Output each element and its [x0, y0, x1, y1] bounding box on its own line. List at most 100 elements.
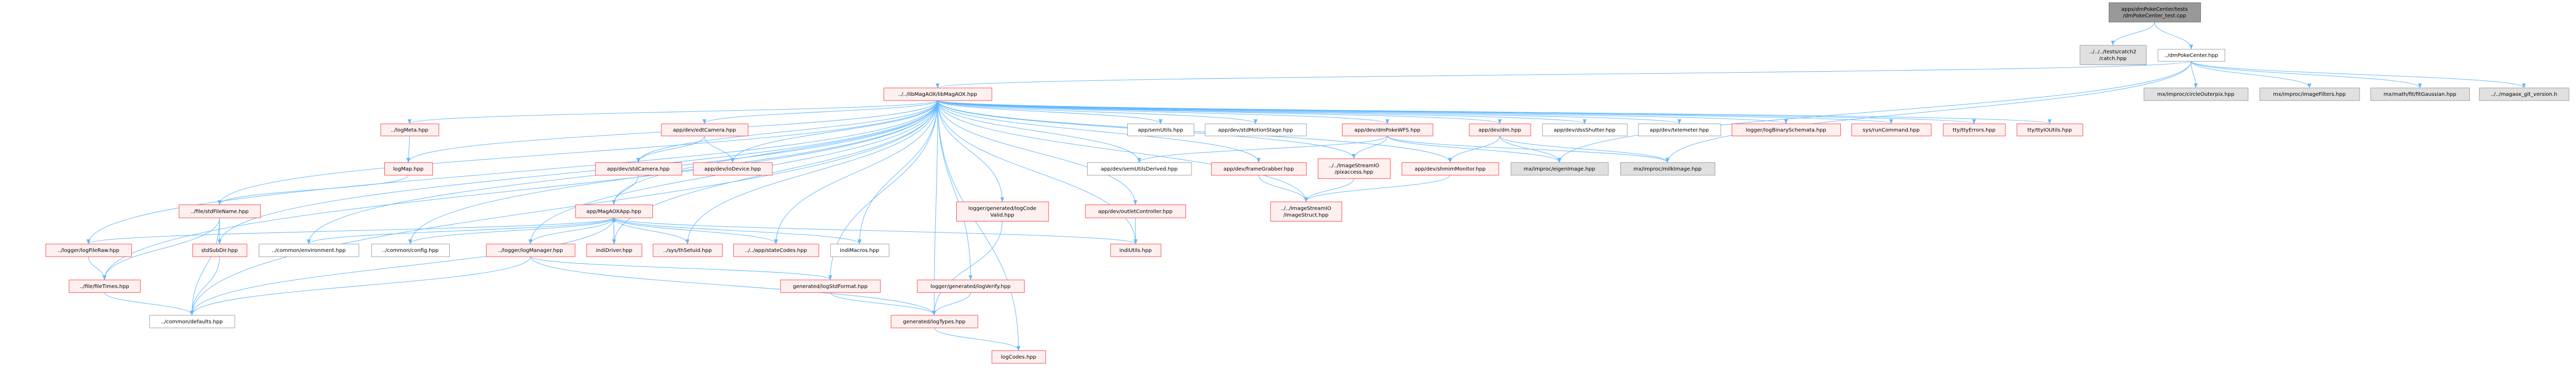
node-outletctrl[interactable]: app/dev/outletController.hpp — [1085, 204, 1186, 218]
node-box — [259, 244, 360, 257]
edge-stdfilename-to-defaults — [190, 217, 220, 316]
node-logmeta[interactable]: ../logMeta.hpp — [380, 123, 439, 137]
edge-dm-to-milkimage — [1499, 136, 1670, 163]
node-box — [1401, 162, 1499, 176]
node-semutils[interactable]: app/semUtils.hpp — [1127, 123, 1194, 137]
node-eigenimage[interactable]: mx/improc/eigenImage.hpp — [1511, 162, 1609, 176]
node-milkimage[interactable]: mx/improc/milkImage.hpp — [1620, 162, 1716, 176]
node-box — [1211, 162, 1307, 176]
node-indimacros[interactable]: indiMacros.hpp — [830, 244, 890, 257]
node-defaults[interactable]: ../common/defaults.hpp — [149, 315, 235, 328]
node-label: logMap.hpp — [393, 166, 423, 172]
node-catch[interactable]: ../../../tests/catch2/catch.hpp — [2079, 45, 2147, 65]
edge-magaoxapp-to-thsetuid — [613, 217, 690, 245]
node-label: /dmPokeCenter_test.cpp — [2123, 13, 2187, 19]
node-box — [45, 244, 132, 257]
node-telemeter[interactable]: app/dev/telemeter.hpp — [1638, 123, 1721, 137]
node-runcommand[interactable]: sys/runCommand.hpp — [1851, 123, 1931, 137]
node-circle[interactable]: mx/improc/circleOuterpix.hpp — [2143, 88, 2249, 101]
node-logcodes[interactable]: logCodes.hpp — [991, 350, 1046, 364]
node-semderived[interactable]: app/dev/semUtilsDerived.hpp — [1087, 162, 1192, 176]
node-dssshutter[interactable]: app/dev/dssShutter.hpp — [1542, 123, 1628, 137]
node-box — [2079, 45, 2147, 65]
node-logbinary[interactable]: logger/logBinarySchemata.hpp — [1732, 123, 1841, 137]
node-logverify[interactable]: logger/generated/logVerify.hpp — [917, 279, 1025, 293]
node-label: mx/improc/imageFilters.hpp — [2273, 92, 2346, 97]
node-libmagaox[interactable]: ../../libMagAOX/libMagAOX.hpp — [883, 88, 992, 101]
node-shmimmonitor[interactable]: app/dev/shmimMonitor.hpp — [1401, 162, 1499, 176]
node-logstdformat[interactable]: generated/logStdFormat.hpp — [780, 279, 881, 293]
node-fitgauss[interactable]: mx/math/fit/fitGaussian.hpp — [2370, 88, 2470, 101]
node-environment[interactable]: ../common/environment.hpp — [259, 244, 360, 257]
node-box — [1270, 201, 1342, 222]
node-box — [891, 315, 978, 328]
node-box — [1542, 123, 1628, 137]
node-box — [1205, 123, 1307, 137]
node-logfileraw[interactable]: ../logger/logFileRaw.hpp — [45, 244, 132, 257]
node-indiutils[interactable]: indiUtils.hpp — [1110, 244, 1161, 257]
node-label: app/dev/frameGrabber.hpp — [1224, 166, 1294, 172]
node-label: sys/runCommand.hpp — [1862, 127, 1920, 133]
edge-logfileraw-to-filetimes — [88, 256, 107, 280]
node-box — [1851, 123, 1931, 137]
node-filetimes[interactable]: ../file/fileTimes.hpp — [69, 279, 141, 293]
node-framegrabber[interactable]: app/dev/frameGrabber.hpp — [1211, 162, 1307, 176]
node-pixaccess[interactable]: ../../ImageStreamIO/pixaccess.hpp — [1317, 158, 1391, 179]
node-dmpokewfs[interactable]: app/dev/dmPokeWFS.hpp — [1342, 123, 1433, 137]
node-box — [595, 162, 682, 176]
node-label: mx/improc/eigenImage.hpp — [1523, 166, 1595, 172]
node-ttyerrors[interactable]: tty/ttyErrors.hpp — [1943, 123, 2006, 137]
node-label: app/dev/shmimMonitor.hpp — [1415, 166, 1486, 172]
edge-libmagaox-to-semderived — [937, 100, 1141, 163]
node-label: mx/improc/circleOuterpix.hpp — [2157, 92, 2234, 97]
node-box — [1620, 162, 1716, 176]
node-label: /ImageStruct.hpp — [1283, 212, 1328, 218]
edge-magaoxapp-to-logmanager — [528, 217, 614, 245]
node-gitver[interactable]: ../../magaox_git_version.h — [2479, 88, 2569, 101]
node-label: logger/logBinarySchemata.hpp — [1746, 127, 1826, 133]
node-imagefilters[interactable]: mx/improc/imageFilters.hpp — [2259, 88, 2360, 101]
node-label: apps/dmPokeCenter/tests — [2122, 7, 2188, 12]
node-dmpc[interactable]: ../dmPokeCenter.hpp — [2158, 49, 2225, 62]
edge-logmanager-to-logstdformat — [530, 256, 833, 280]
node-logmap[interactable]: logMap.hpp — [384, 162, 433, 176]
node-stdsubdir[interactable]: stdSubDir.hpp — [192, 244, 247, 257]
node-stdfilename[interactable]: ../file/stdFileName.hpp — [179, 204, 261, 218]
edge-libmagaox-to-framegrabber — [937, 100, 1261, 163]
node-test[interactable]: apps/dmPokeCenter/tests/dmPokeCenter_tes… — [2109, 2, 2201, 23]
node-box — [2259, 88, 2360, 101]
edge-magaoxapp-to-logfileraw — [87, 217, 614, 245]
edge-logtypes-to-logcodes — [934, 327, 1021, 351]
node-logmanager[interactable]: ../logger/logManager.hpp — [486, 244, 575, 257]
edge-libmagaox-to-logcodes — [937, 100, 1021, 351]
node-magaoxapp[interactable]: app/MagAOXApp.hpp — [575, 204, 653, 218]
node-iodevice[interactable]: app/dev/ioDevice.hpp — [693, 162, 773, 176]
node-logtypes[interactable]: generated/logTypes.hpp — [891, 315, 978, 328]
node-label: mx/improc/milkImage.hpp — [1634, 166, 1702, 172]
node-edtcamera[interactable]: app/dev/edtCamera.hpp — [661, 123, 749, 137]
node-box — [830, 244, 890, 257]
node-imagestruct[interactable]: ../../ImageStreamIO/ImageStruct.hpp — [1270, 201, 1342, 222]
edge-logmap-to-stdfilename — [217, 175, 409, 205]
edge-libmagaox-to-edtcamera — [702, 100, 938, 124]
edge-dm-to-eigenimage — [1499, 136, 1562, 163]
node-stdcamera[interactable]: app/dev/stdCamera.hpp — [595, 162, 682, 176]
edge-magaoxapp-to-indimacros — [613, 217, 861, 245]
edge-stdcamera-to-magaoxapp — [612, 175, 639, 205]
edge-edtcamera-to-iodevice — [704, 136, 735, 163]
node-thsetuid[interactable]: ../sys/thSetuid.hpp — [653, 244, 723, 257]
node-box — [1511, 162, 1609, 176]
edge-stdfilename-to-filetimes — [102, 217, 220, 280]
node-stdmotion[interactable]: app/dev/stdMotionStage.hpp — [1205, 123, 1307, 137]
edge-dmpokewfs-to-semderived — [1137, 135, 1388, 163]
node-dm[interactable]: app/dev/dm.hpp — [1469, 123, 1531, 137]
node-box — [380, 123, 439, 137]
node-ttyioutils[interactable]: tty/ttyIOUtils.hpp — [2016, 123, 2083, 137]
node-indidriver[interactable]: indiDriver.hpp — [586, 244, 642, 257]
edge-pixaccess-to-imagestruct — [1304, 178, 1354, 202]
node-config[interactable]: ../common/config.hpp — [371, 244, 450, 257]
node-label: ../sys/thSetuid.hpp — [663, 248, 711, 253]
node-box — [883, 88, 992, 101]
node-statecodes[interactable]: ../../app/stateCodes.hpp — [733, 244, 819, 257]
